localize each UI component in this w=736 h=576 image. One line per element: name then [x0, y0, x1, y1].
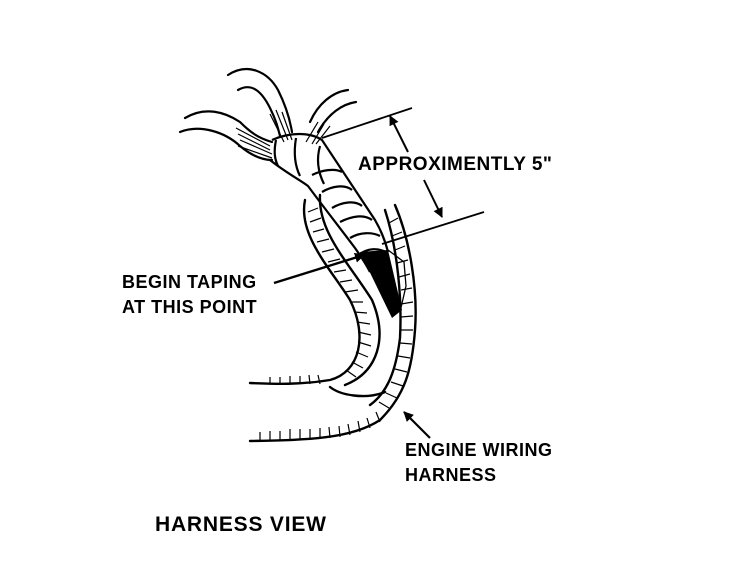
- dimension-extension-lines: [322, 108, 484, 244]
- harness-label-line2: HARNESS: [405, 465, 497, 485]
- engine-wiring-harness-label: ENGINE WIRING HARNESS: [405, 438, 553, 488]
- taping-start-strands: [382, 250, 406, 312]
- view-title: HARNESS VIEW: [155, 513, 327, 536]
- incoming-wires: [180, 69, 356, 160]
- wire-strands: [236, 110, 330, 158]
- harness-label-line1: ENGINE WIRING: [405, 440, 553, 460]
- harness-arrow: [404, 412, 430, 438]
- begin-taping-line2: AT THIS POINT: [122, 297, 258, 317]
- taping-start-point: [360, 250, 402, 318]
- begin-taping-arrow: [274, 252, 365, 283]
- harness-hatching: [260, 208, 413, 441]
- begin-taping-line1: BEGIN TAPING: [122, 272, 257, 292]
- dimension-arrows: [390, 115, 442, 218]
- engine-wiring-harness: [250, 195, 416, 441]
- dimension-label: APPROXIMENTLY 5": [358, 154, 553, 175]
- begin-taping-label: BEGIN TAPING AT THIS POINT: [122, 270, 257, 320]
